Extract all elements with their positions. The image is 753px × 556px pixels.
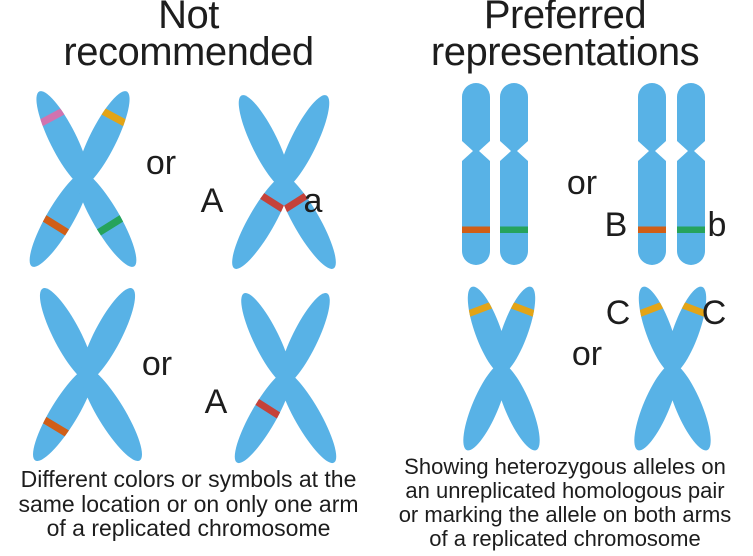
left-caption-line-3: of a replicated chromosome [46,515,331,541]
band-green [500,226,528,233]
right-title-line-1: Preferred [483,0,647,37]
chromosome-x-single-orange-band [23,282,152,468]
allele-label-C-left: C [605,294,631,332]
rod-shape [638,83,666,265]
band-gold-top-left [463,300,497,319]
band-pink-top-left [35,105,69,129]
chromosome-rod-green-band [500,83,528,265]
band-green-bottom-right [93,213,127,238]
left-panel-title: Not recommended [0,0,377,74]
or-label-right-bottom: or [571,335,603,373]
chromosome-x-CC-bands [625,282,720,456]
right-panel-title: Preferred representations [377,0,753,74]
band-orange-bottom-left [39,414,73,439]
allele-label-C-right: C [701,294,727,332]
left-caption-line-1: Different colors or symbols at the [20,466,357,492]
allele-label-A-top: A [200,182,224,220]
right-caption-line-1: Showing heterozygous alleles on [404,454,726,479]
chromosome-rod-orange-band [462,83,490,265]
chromosome-rod-B-band [638,83,666,265]
left-title-line-2: recommended [63,30,314,74]
chromatid-shape [454,282,549,456]
band-gold-top-right [677,300,711,319]
chromosome-rod-b-band [677,83,705,265]
chromosome-x-Aa-bands [223,89,345,276]
band-gold-top-right [506,300,540,319]
band-orange-bottom-left [39,213,73,238]
band-gold-top-left [634,300,668,319]
band-green [677,226,705,233]
allele-label-b: b [707,206,727,244]
right-title-line-2: representations [430,30,700,74]
right-caption-line-2: an unreplicated homologous pair [405,478,725,503]
band-orange [462,226,490,233]
allele-label-B: B [604,206,628,244]
allele-label-A-bottom: A [204,383,228,421]
left-title-line-1: Not [158,0,219,37]
chromosome-x-multicolor-bands [20,85,146,274]
band-red-lower-right [279,190,312,215]
chromosome-x-single-red-band [226,287,345,470]
rod-shape [462,83,490,265]
or-label-right-top: or [566,164,598,202]
rod-shape [500,83,528,265]
right-caption-line-4: of a replicated chromosome [429,526,701,551]
chromatid-shape [223,89,345,276]
right-caption-line-3: or marking the allele on both arms [398,502,732,527]
left-caption-line-2: same location or on only one arm [18,490,359,517]
right-panel-caption: Showing heterozygous alleles on an unrep… [377,455,753,551]
left-panel-caption: Different colors or symbols at the same … [0,467,377,541]
band-orange [638,226,666,233]
band-gold-top-right [97,105,131,129]
or-label-left-top: or [145,144,177,182]
chromatid-shape [20,85,146,274]
band-red-lower-left [252,396,284,421]
chromosome-x-gold-both-arms [454,282,549,456]
chromatid-shape [23,282,152,468]
allele-label-a-top: a [303,182,323,220]
chromatid-shape [226,287,345,470]
or-label-left-bottom: or [141,345,173,383]
